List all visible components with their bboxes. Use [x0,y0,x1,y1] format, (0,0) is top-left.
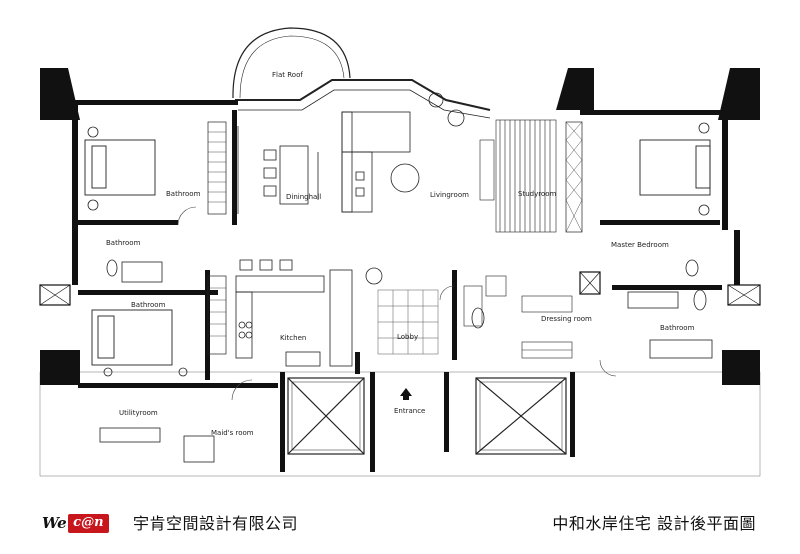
logo-we: We [42,514,67,532]
floor-plan: Flat Roof Bathroom Dininghall Livingroom… [39,27,761,477]
label-bathroom-e: Bathroom [660,324,695,332]
label-kitchen: Kitchen [280,334,306,342]
label-livingroom: Livingroom [430,191,469,199]
label-maids-room: Maid's room [211,429,254,437]
label-utilityroom: Utilityroom [119,409,158,417]
logo-can: c@n [68,513,109,533]
label-master-bedroom: Master Bedroom [611,241,669,249]
label-dininghall: Dininghall [286,193,321,201]
label-studyroom: Studyroom [518,190,557,198]
label-entrance: Entrance [394,407,425,415]
label-dressing-room: Dressing room [541,315,592,323]
plan-title: 中和水岸住宅 設計後平面圖 [552,514,756,533]
label-bathroom-w: Bathroom [106,239,141,247]
label-flat-roof: Flat Roof [272,71,303,79]
label-lobby: Lobby [397,333,418,341]
label-bathroom-sw: Bathroom [131,301,166,309]
company-name: 宇肯空間設計有限公司 [133,514,299,533]
company-logo: We c@n [42,512,109,534]
label-bathroom-nw: Bathroom [166,190,201,198]
